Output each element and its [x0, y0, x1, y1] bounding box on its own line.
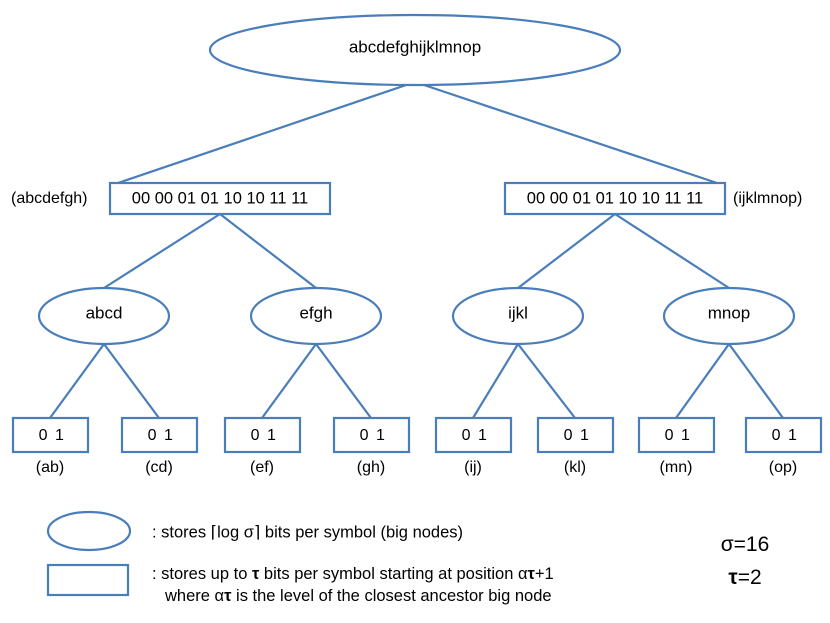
leaf-cd-box-shape — [120, 416, 199, 454]
leaf-node-cd[interactable]: 0 1 (cd) — [120, 416, 199, 476]
level2-left-bits: 00 00 01 01 10 10 11 11 — [132, 189, 308, 207]
level2-right-box-shape — [503, 181, 727, 216]
edge-leftbox-to-abcd — [103, 213, 221, 289]
legend-line1-suffix: +1 — [535, 565, 554, 583]
legend-line1-prefix: : stores up to — [152, 565, 252, 583]
node-abcd[interactable]: abcd — [37, 286, 171, 346]
leaf-gh-box-shape — [332, 416, 411, 454]
leaf-ab-bits: 0 1 — [39, 427, 66, 444]
leaf-mn-bits: 0 1 — [665, 427, 692, 444]
edge-root-to-left-box — [117, 80, 416, 185]
level2-right-bits: 00 00 01 01 10 10 11 11 — [527, 189, 703, 207]
level2-left-side-label: (abcdefgh) — [11, 190, 88, 207]
node-level2-right[interactable]: 00 00 01 01 10 10 11 11 — [503, 181, 727, 216]
node-mnop[interactable]: mnop — [662, 286, 796, 346]
node-level2-left[interactable]: 00 00 01 01 10 10 11 11 — [108, 181, 332, 216]
leaf-kl-bits: 0 1 — [564, 427, 591, 444]
leaf-ef-bits: 0 1 — [251, 427, 278, 444]
legend-rect-description-line2: where ατ is the level of the closest anc… — [164, 587, 552, 605]
edge-ijkl-to-ij — [472, 343, 519, 419]
legend-rect-entry: : stores up to τ bits per symbol startin… — [46, 563, 554, 605]
root-ellipse-shape — [208, 13, 622, 87]
leaf-node-mn[interactable]: 0 1 (mn) — [637, 416, 716, 476]
level2-right-side-label: (ijklmnop) — [733, 190, 802, 207]
edge-rightbox-to-ijkl — [517, 213, 616, 289]
abcd-label: abcd — [86, 303, 123, 322]
legend-line2-suffix: is the level of the closest ancestor big… — [231, 587, 551, 605]
leaf-ab-caption: (ab) — [36, 459, 64, 476]
leaf-kl-box-shape — [536, 416, 615, 454]
leaf-node-gh[interactable]: 0 1 (gh) — [332, 416, 411, 476]
leaf-node-ef[interactable]: 0 1 (ef) — [223, 416, 302, 476]
leaf-ij-bits: 0 1 — [462, 427, 489, 444]
edge-root-to-right-box — [414, 80, 718, 185]
abcd-ellipse-shape — [37, 286, 171, 346]
leaf-ij-caption: (ij) — [464, 459, 482, 476]
legend-rect-description-line1: : stores up to τ bits per symbol startin… — [152, 565, 554, 583]
legend-ellipse-entry: : stores ⌈log σ⌉ bits per symbol (big no… — [46, 510, 463, 552]
legend-line2-tau: τ — [224, 587, 232, 605]
leaf-ef-box-shape — [223, 416, 302, 454]
efgh-label: efgh — [299, 303, 332, 322]
edge-abcd-to-cd — [103, 343, 160, 419]
leaf-node-op[interactable]: 0 1 (op) — [744, 416, 823, 476]
sigma-parameter: σ=16 — [721, 533, 770, 556]
legend-ellipse-icon — [46, 510, 132, 552]
leaf-ef-caption: (ef) — [250, 459, 274, 476]
edge-ijkl-to-kl — [517, 343, 576, 419]
edge-group-root-to-level2 — [117, 80, 718, 185]
tau-symbol: τ — [728, 566, 738, 589]
leaf-ab-box-shape — [11, 416, 90, 454]
sigma-value: =16 — [734, 533, 770, 556]
leaf-gh-bits: 0 1 — [360, 427, 387, 444]
leaf-op-caption: (op) — [769, 459, 797, 476]
sigma-symbol: σ — [721, 533, 734, 556]
legend-line1-tau-symbol: τ — [252, 565, 260, 583]
edge-mnop-to-mn — [675, 343, 730, 419]
edge-rightbox-to-mnop — [614, 213, 730, 289]
legend-line2-prefix: where — [164, 587, 215, 605]
legend-line1-middle: bits per symbol starting at position — [259, 565, 518, 583]
leaf-op-box-shape — [744, 416, 823, 454]
parameters-group: σ=16 τ=2 — [721, 533, 770, 589]
edge-leftbox-to-efgh — [219, 213, 317, 289]
leaf-node-kl[interactable]: 0 1 (kl) — [536, 416, 615, 476]
edge-group-level2-to-level3 — [103, 213, 730, 289]
edge-efgh-to-gh — [315, 343, 372, 419]
edge-mnop-to-op — [728, 343, 784, 419]
leaf-mn-caption: (mn) — [660, 459, 693, 476]
mnop-label: mnop — [708, 303, 751, 322]
ijkl-label: ijkl — [508, 303, 528, 322]
leaf-node-ij[interactable]: 0 1 (ij) — [434, 416, 513, 476]
legend-line2-alpha: α — [215, 587, 225, 605]
level2-left-box-shape — [108, 181, 332, 216]
node-ijkl[interactable]: ijkl — [451, 286, 585, 346]
leaf-op-bits: 0 1 — [772, 427, 799, 444]
legend-line1-tau: τ — [528, 565, 536, 583]
efgh-ellipse-shape — [249, 286, 383, 346]
legend-line1-alpha: α — [518, 565, 528, 583]
edge-abcd-to-ab — [49, 343, 105, 419]
leaf-mn-box-shape — [637, 416, 716, 454]
node-root[interactable]: abcdefghijklmnop — [208, 13, 622, 87]
edge-group-level3-to-leaves — [49, 343, 784, 419]
node-efgh[interactable]: efgh — [249, 286, 383, 346]
root-label: abcdefghijklmnop — [349, 37, 481, 56]
leaf-ij-box-shape — [434, 416, 513, 454]
tau-value: =2 — [738, 566, 762, 589]
ijkl-ellipse-shape — [451, 286, 585, 346]
mnop-ellipse-shape — [662, 286, 796, 346]
leaf-node-ab[interactable]: 0 1 (ab) — [11, 416, 90, 476]
leaf-kl-caption: (kl) — [564, 459, 586, 476]
edge-efgh-to-ef — [261, 343, 317, 419]
leaf-gh-caption: (gh) — [357, 459, 385, 476]
legend-ellipse-description: : stores ⌈log σ⌉ bits per symbol (big no… — [152, 523, 463, 541]
tau-parameter: τ=2 — [728, 566, 761, 589]
leaf-cd-bits: 0 1 — [148, 427, 175, 444]
leaf-cd-caption: (cd) — [145, 459, 173, 476]
legend-rectangle-icon — [46, 563, 130, 597]
